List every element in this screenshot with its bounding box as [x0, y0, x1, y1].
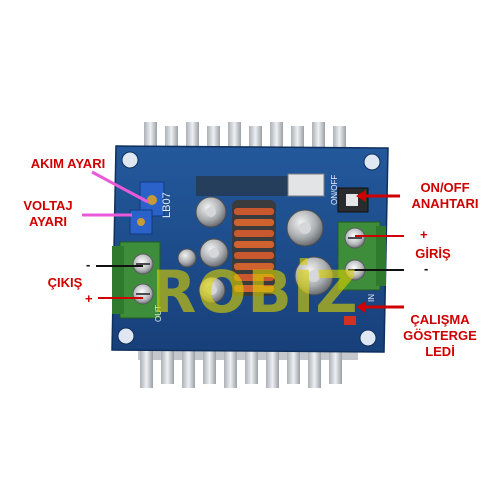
akim-pointer	[91, 170, 149, 204]
onoff-anahtari-label: ON/OFF ANAHTARI	[404, 180, 486, 212]
calisma-arrowhead	[356, 301, 366, 313]
capacitors	[177, 196, 334, 304]
onoff-line1: ON/OFF	[420, 180, 470, 195]
giris-plus-symbol: +	[420, 227, 428, 242]
board-switch-text: ON/OFF	[330, 175, 339, 205]
voltaj-ayari-label: VOLTAJ AYARI	[16, 198, 80, 230]
board-model-text: LB07	[161, 192, 173, 218]
cikis-text: ÇIKIŞ	[47, 275, 83, 290]
giris-text: GİRİŞ	[415, 246, 451, 261]
voltage-potentiometer	[129, 209, 153, 235]
cikis-minus-symbol: -	[86, 257, 91, 272]
calisma-gosterge-ledi-label: ÇALIŞMA GÖSTERGE LEDİ	[398, 312, 482, 360]
cikis-label: ÇIKIŞ	[40, 275, 90, 291]
akim-ayari-text: AKIM AYARI	[30, 156, 106, 171]
on-off-switch	[337, 187, 369, 213]
calisma-line1: ÇALIŞMA	[410, 312, 470, 327]
akim-ayari-label: AKIM AYARI	[20, 156, 116, 172]
onoff-arrowhead	[356, 190, 366, 202]
voltaj-line2: AYARI	[28, 214, 68, 229]
status-led	[344, 316, 356, 325]
inductor-coil	[232, 200, 276, 296]
pointer-lines	[82, 170, 404, 313]
cikis-plus-symbol: +	[85, 291, 93, 306]
calisma-line2: GÖSTERGE	[403, 328, 477, 343]
onoff-line2: ANAHTARI	[411, 196, 479, 211]
voltaj-line1: VOLTAJ	[23, 198, 73, 213]
output-terminal-block	[112, 241, 161, 319]
board-in-text: IN	[367, 294, 376, 302]
giris-label: GİRİŞ	[408, 246, 458, 262]
watermark: ROBİZ	[151, 258, 359, 326]
giris-minus-symbol: -	[424, 261, 429, 276]
input-terminal-block	[337, 221, 386, 291]
board-out-text: OUT	[154, 305, 163, 322]
calisma-line3: LEDİ	[425, 344, 455, 359]
